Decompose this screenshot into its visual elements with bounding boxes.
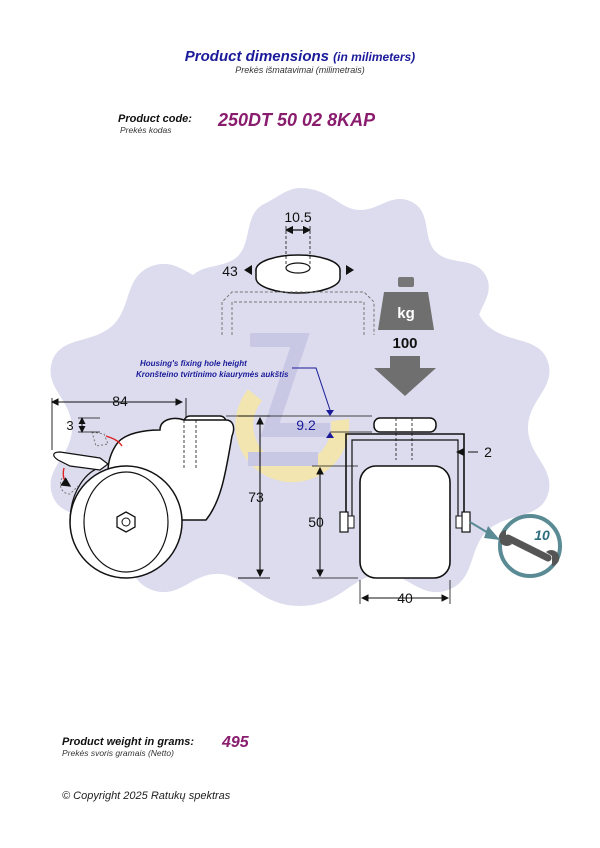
dim-swivel-radius: 84 bbox=[112, 393, 128, 409]
castor-front-view bbox=[339, 417, 471, 579]
load-arrow-icon bbox=[374, 356, 436, 396]
dim-brake-height: 3 bbox=[66, 418, 73, 433]
product-weight-label: Product weight in grams: bbox=[62, 736, 195, 748]
dim-bracket-thickness: 2 bbox=[484, 444, 492, 460]
dim-hole-height: 9.2 bbox=[296, 417, 316, 433]
product-code-value: 250DT 50 02 8KAP bbox=[218, 110, 376, 130]
product-code-sublabel: Prekės kodas bbox=[120, 125, 172, 135]
wrench-icon bbox=[469, 514, 562, 578]
copyright-notice: © Copyright 2025 Ratukų spektras bbox=[62, 790, 231, 802]
dim-total-height: 73 bbox=[248, 489, 264, 505]
housing-note-lt: Kronšteino tvirtinimo kiaurymės aukštis bbox=[136, 370, 289, 379]
product-code-label: Product code: bbox=[118, 113, 192, 125]
housing-note-leader bbox=[292, 367, 331, 411]
product-weight-sublabel: Prekės svoris gramais (Netto) bbox=[62, 748, 174, 758]
housing-note-en: Housing's fixing hole height bbox=[140, 359, 247, 368]
load-value: 100 bbox=[392, 335, 417, 352]
top-plate-view bbox=[221, 225, 375, 335]
dim-arrow-92-bottom bbox=[326, 432, 334, 438]
load-unit: kg bbox=[397, 305, 415, 322]
dim-arrow-2 bbox=[456, 448, 464, 456]
wrench-size: 10 bbox=[534, 527, 550, 543]
page-title: Product dimensions (in milimeters) bbox=[0, 48, 600, 65]
dim-wheel-diameter: 50 bbox=[308, 514, 324, 530]
weight-icon: kg bbox=[378, 277, 434, 330]
product-weight-value: 495 bbox=[222, 734, 249, 751]
company-logo-watermark bbox=[235, 333, 350, 483]
dim-plate-diameter: 43 bbox=[222, 263, 238, 279]
dim-arrow-92-top bbox=[326, 410, 334, 416]
title-units: (in milimeters) bbox=[333, 50, 416, 64]
castor-side-view bbox=[53, 415, 235, 579]
dim-hole-diameter: 10.5 bbox=[284, 209, 311, 225]
page-subtitle: Prekės išmatavimai (milimetrais) bbox=[235, 65, 365, 75]
title-main: Product dimensions bbox=[184, 48, 329, 65]
dim-wheel-width: 40 bbox=[397, 590, 413, 606]
